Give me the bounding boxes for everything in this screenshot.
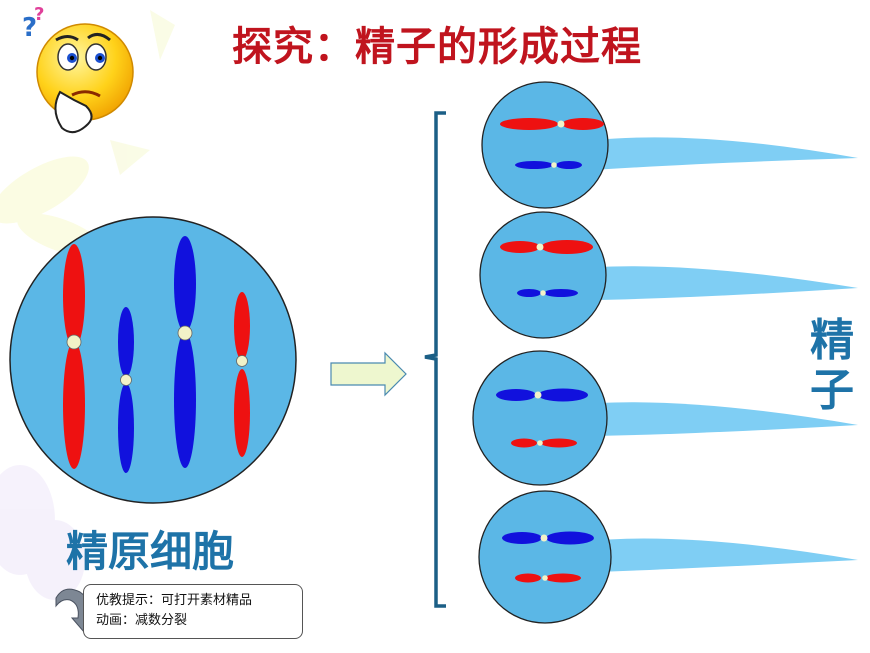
- background-decoration: [0, 10, 175, 600]
- chromosome-red-short: [234, 292, 250, 457]
- tip-line: 优教提示：可打开素材精品: [96, 593, 253, 608]
- sperm-cell: [481, 81, 858, 209]
- sperm-cell: [479, 211, 858, 339]
- right-arrow-icon: [330, 351, 407, 397]
- sperm-label-char: 精: [810, 315, 854, 366]
- page-title: 探究：精子的形成过程: [232, 24, 642, 70]
- bracket: [424, 111, 446, 608]
- tip-line: 动画：减数分裂: [96, 613, 188, 628]
- chromosome-blue-long: [174, 236, 196, 468]
- confused-face-icon: ? ?: [22, 4, 134, 134]
- spermatogonium-label: 精原细胞: [66, 527, 235, 576]
- chromosome-red-long: [63, 244, 85, 469]
- svg-text:?: ?: [22, 13, 37, 43]
- sperm-cell: [472, 350, 858, 486]
- sperm-cell: [478, 490, 858, 624]
- sperm-label: 精 子: [806, 316, 858, 416]
- chromosome-blue-short: [118, 307, 134, 473]
- spermatogonium-cell: [9, 216, 297, 504]
- svg-text:?: ?: [34, 4, 44, 25]
- sperm-label-char: 子: [810, 365, 854, 416]
- tip-box[interactable]: 优教提示：可打开素材精品 动画：减数分裂: [83, 584, 303, 639]
